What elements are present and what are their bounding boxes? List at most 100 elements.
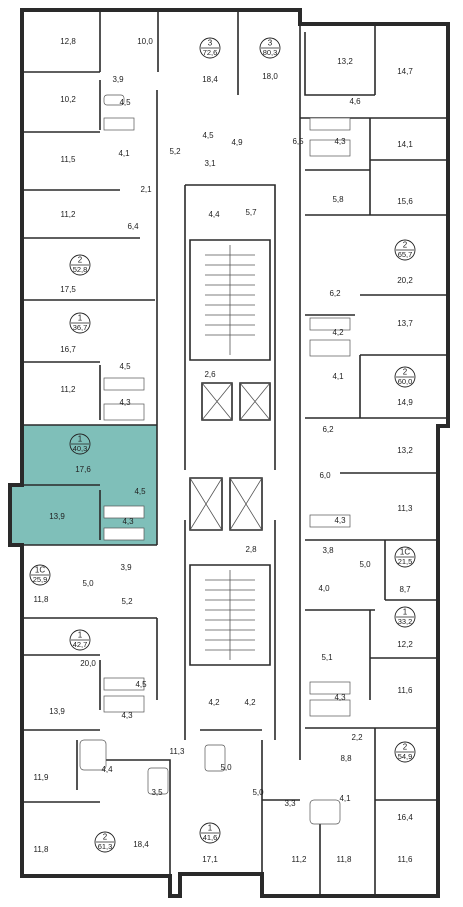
room-area-label: 13,9 <box>49 512 65 521</box>
room-area-label: 6,2 <box>322 425 334 434</box>
apartment-room-count: 1 <box>403 608 408 617</box>
room-area-label: 11,2 <box>61 385 77 394</box>
apartment-total-area: 60,0 <box>398 377 413 386</box>
apartment-room-count: 1 <box>78 631 83 640</box>
room-area-label: 3,5 <box>151 788 163 797</box>
apartment-marker-apt-1-42-7[interactable]: 142,7 <box>69 629 91 651</box>
apartment-marker-apt-2-61-3[interactable]: 261,3 <box>94 831 116 853</box>
room-area-label: 11,6 <box>398 855 414 864</box>
room-area-label: 4,5 <box>135 680 147 689</box>
room-area-label: 4,4 <box>208 210 220 219</box>
apartment-room-count: 1С <box>400 548 410 557</box>
room-area-label: 17,6 <box>75 465 91 474</box>
room-area-label: 2,8 <box>245 545 257 554</box>
room-area-label: 15,6 <box>397 197 413 206</box>
apartment-marker-apt-3-80-3[interactable]: 380,3 <box>259 37 281 59</box>
room-area-label: 13,7 <box>397 319 413 328</box>
room-area-label: 5,7 <box>245 208 257 217</box>
room-area-label: 4,3 <box>122 517 134 526</box>
apartment-total-area: 42,7 <box>73 640 88 649</box>
interior-walls <box>22 10 448 896</box>
room-area-label: 5,0 <box>82 579 94 588</box>
room-area-label: 3,9 <box>112 75 124 84</box>
apartment-room-count: 2 <box>103 833 108 842</box>
apartment-markers: 372,6380,3252,8265,7136,7260,0140,31С25,… <box>29 37 416 853</box>
room-area-label: 4,5 <box>119 362 131 371</box>
apartment-marker-apt-2-52-8[interactable]: 252,8 <box>69 254 91 276</box>
room-area-label: 2,2 <box>351 733 363 742</box>
room-area-label: 6,4 <box>127 222 139 231</box>
apartment-marker-apt-1-33-2[interactable]: 133,2 <box>394 606 416 628</box>
apartment-marker-apt-1-41-6[interactable]: 141,6 <box>199 822 221 844</box>
apartment-room-count: 2 <box>403 241 408 250</box>
fixtures <box>79 94 351 825</box>
room-area-label: 4,9 <box>231 138 243 147</box>
apartment-marker-apt-2-65-7[interactable]: 265,7 <box>394 239 416 261</box>
room-area-label: 3,3 <box>284 799 296 808</box>
room-area-label: 8,8 <box>340 754 352 763</box>
apartment-total-area: 33,2 <box>398 617 413 626</box>
apartment-total-area: 61,3 <box>98 842 113 851</box>
apartment-marker-apt-1-36-7[interactable]: 136,7 <box>69 312 91 334</box>
room-area-label: 4,2 <box>208 698 220 707</box>
room-area-label: 11,3 <box>398 504 414 513</box>
apartment-total-area: 36,7 <box>73 323 88 332</box>
room-area-label: 4,5 <box>119 98 131 107</box>
room-area-label: 4,1 <box>339 794 351 803</box>
room-area-label: 16,7 <box>60 345 76 354</box>
room-area-label: 6,0 <box>319 471 331 480</box>
apartment-marker-apt-1-40-3[interactable]: 140,3 <box>69 433 91 455</box>
room-area-label: 11,3 <box>170 747 186 756</box>
room-area-label: 17,5 <box>60 285 76 294</box>
room-area-label: 11,2 <box>61 210 77 219</box>
room-area-label: 12,2 <box>397 640 413 649</box>
apartment-marker-apt-3-72-6[interactable]: 372,6 <box>199 37 221 59</box>
apartment-total-area: 21,5 <box>398 557 413 566</box>
room-area-label: 4,4 <box>101 765 113 774</box>
apartment-marker-apt-2-54-9[interactable]: 254,9 <box>394 741 416 763</box>
room-area-label: 13,2 <box>337 57 353 66</box>
apartment-total-area: 72,6 <box>203 48 218 57</box>
apartment-total-area: 80,3 <box>263 48 278 57</box>
room-area-label: 5,0 <box>252 788 264 797</box>
room-area-label: 4,2 <box>244 698 256 707</box>
room-area-label: 20,2 <box>397 276 413 285</box>
apartment-room-count: 3 <box>208 39 213 48</box>
room-area-label: 5,1 <box>321 653 333 662</box>
room-area-label: 4,2 <box>332 328 344 337</box>
apartment-total-area: 54,9 <box>398 752 413 761</box>
apartment-total-area: 41,6 <box>203 833 218 842</box>
building-outline <box>8 8 450 898</box>
room-area-label: 18,4 <box>202 75 218 84</box>
room-area-label: 16,4 <box>397 813 413 822</box>
room-area-label: 3,1 <box>204 159 216 168</box>
room-area-label: 11,6 <box>398 686 414 695</box>
room-area-label: 20,0 <box>80 659 96 668</box>
room-area-label: 4,3 <box>334 137 346 146</box>
room-area-label: 14,1 <box>397 140 413 149</box>
room-area-label: 17,1 <box>202 855 218 864</box>
room-area-label: 18,0 <box>262 72 278 81</box>
room-area-label: 3,8 <box>322 546 334 555</box>
room-area-label: 5,0 <box>220 763 232 772</box>
apartment-room-count: 2 <box>78 256 83 265</box>
room-area-label: 4,3 <box>121 711 133 720</box>
room-area-label: 3,9 <box>120 563 132 572</box>
apartment-total-area: 52,8 <box>73 265 88 274</box>
room-area-label: 14,7 <box>397 67 413 76</box>
room-area-label: 4,5 <box>202 131 214 140</box>
room-area-label: 11,9 <box>34 773 50 782</box>
apartment-room-count: 3 <box>268 39 273 48</box>
room-area-label: 4,3 <box>119 398 131 407</box>
room-area-label: 2,1 <box>140 185 152 194</box>
room-area-label: 4,3 <box>334 516 346 525</box>
room-area-label: 14,9 <box>397 398 413 407</box>
apartment-marker-apt-2-60-0[interactable]: 260,0 <box>394 366 416 388</box>
room-area-label: 10,0 <box>137 37 153 46</box>
apartment-total-area: 40,3 <box>73 444 88 453</box>
room-area-label: 4,0 <box>318 584 330 593</box>
room-area-label: 5,8 <box>332 195 344 204</box>
